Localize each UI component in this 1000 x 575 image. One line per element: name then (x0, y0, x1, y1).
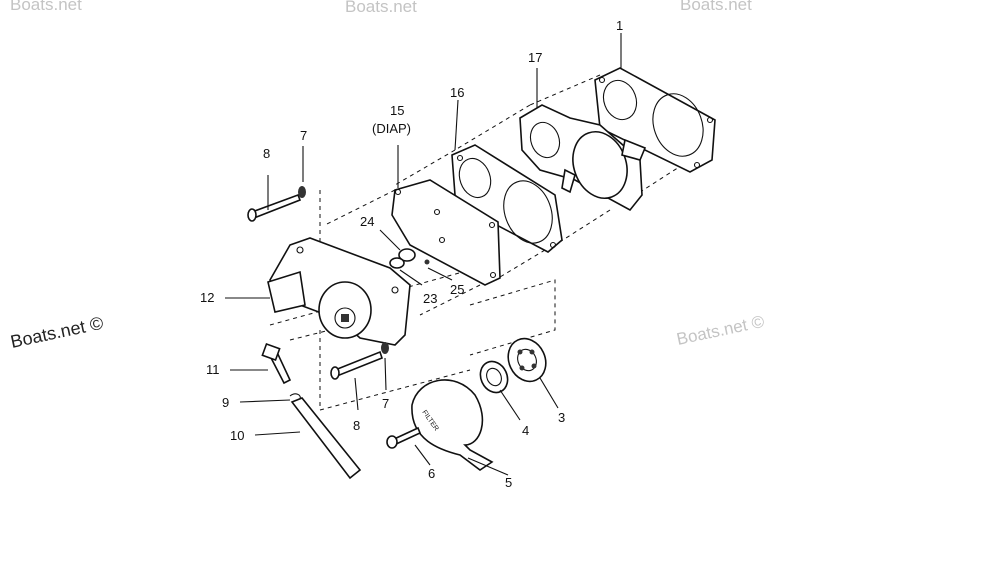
part-17-pump-body (519, 104, 647, 212)
part-12-pump-base (267, 237, 411, 346)
part-8-screw-top (247, 193, 302, 222)
callout-3: 3 (558, 410, 565, 425)
callout-labels: 1 17 16 15 (DIAP) 8 7 24 12 23 25 11 9 1… (200, 18, 623, 490)
callout-23: 23 (423, 291, 437, 306)
callout-7-top: 7 (300, 128, 307, 143)
part-6-screw (386, 426, 422, 449)
callout-10: 10 (230, 428, 244, 443)
callout-9: 9 (222, 395, 229, 410)
watermark-top-3: Boats.net (680, 0, 752, 14)
watermark-right: Boats.net © (675, 312, 767, 349)
callout-16: 16 (450, 85, 464, 100)
part-3-filter-screen (507, 337, 547, 383)
callout-5: 5 (505, 475, 512, 490)
callout-6: 6 (428, 466, 435, 481)
watermark-top-1: Boats.net (10, 0, 82, 14)
callout-1: 1 (616, 18, 623, 33)
callout-8-top: 8 (263, 146, 270, 161)
callout-8-bottom: 8 (353, 418, 360, 433)
callout-15-note: (DIAP) (372, 121, 411, 136)
part-7-washer-bottom (381, 342, 389, 354)
part-24-check-valve (389, 248, 416, 269)
watermark-left: Boats.net © (9, 313, 105, 352)
callout-11: 11 (206, 362, 220, 377)
callout-25: 25 (450, 282, 464, 297)
leader-lines (225, 33, 622, 476)
callout-17: 17 (528, 50, 542, 65)
part-11-fitting (261, 342, 292, 385)
part-25-pin (424, 259, 430, 265)
part-15-diaphragm (391, 179, 501, 286)
callout-4: 4 (522, 423, 529, 438)
part-8-screw-bottom (330, 350, 383, 380)
callout-24: 24 (360, 214, 374, 229)
alignment-dashes (269, 74, 691, 411)
part-10-hose (290, 397, 362, 480)
watermark-top-2: Boats.net (345, 0, 417, 16)
callout-12: 12 (200, 290, 214, 305)
part-4-gasket-ring (479, 360, 509, 394)
part-7-washer-top (298, 186, 306, 198)
callout-15: 15 (390, 103, 404, 118)
callout-7-bottom: 7 (382, 396, 389, 411)
part-5-filter-cover: FILTER (411, 379, 494, 471)
